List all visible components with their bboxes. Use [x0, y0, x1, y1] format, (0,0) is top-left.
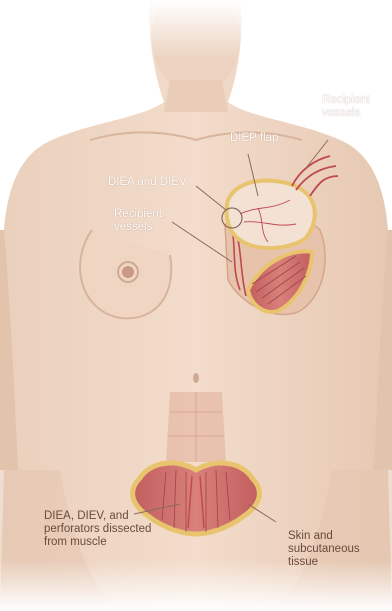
label-diea-diev-perforators: DIEA, DIEV, and perforators dissected fr…	[44, 510, 151, 549]
diep-flap	[227, 181, 315, 249]
neck	[164, 80, 228, 112]
label-diea-and-diev: DIEA and DIEV	[108, 176, 187, 189]
label-diep-flap: DIEP flap	[230, 132, 278, 145]
navel	[193, 373, 199, 383]
nipple	[122, 266, 134, 278]
label-recipient-vessels-right: Recipient vessels	[322, 94, 370, 120]
label-recipient-vessels-left: Recipient vessels	[114, 208, 162, 234]
label-skin-and-subcutaneous-tissue: Skin and subcutaneous tissue	[288, 530, 360, 569]
fade-top	[0, 0, 392, 60]
